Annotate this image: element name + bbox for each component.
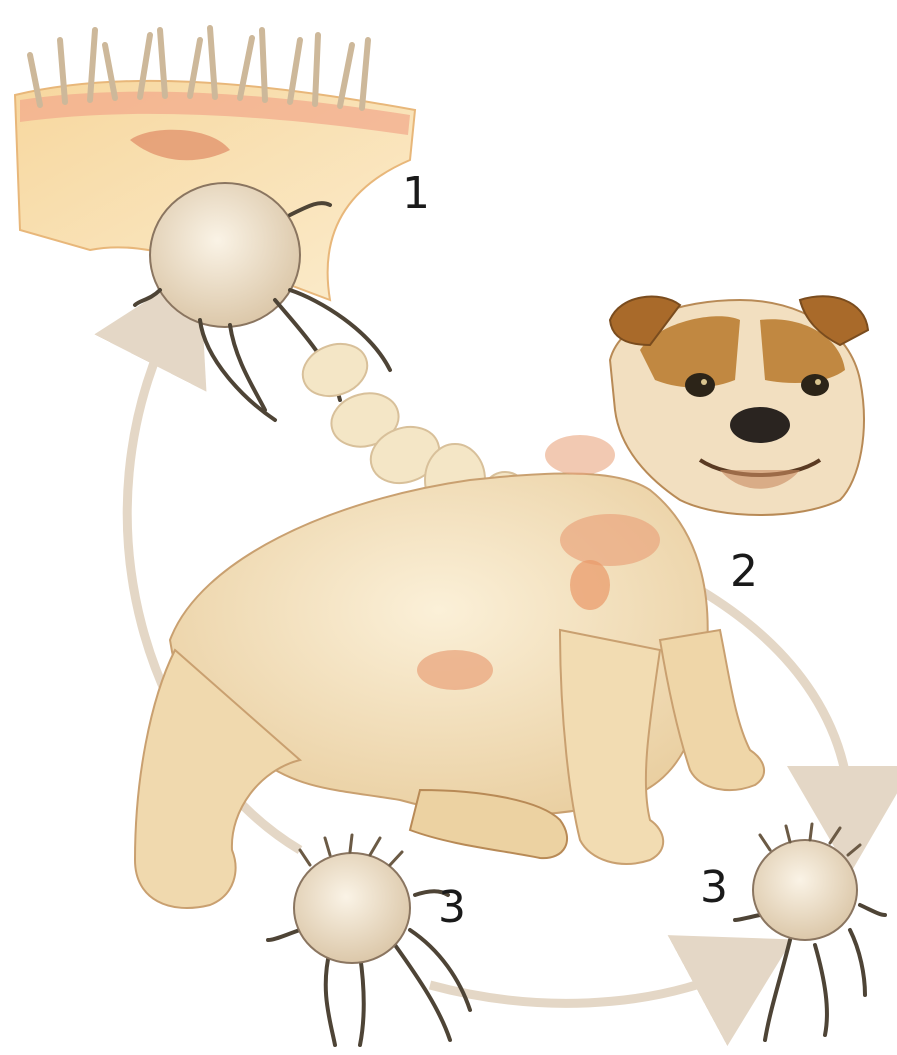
stage-label-2: 2: [730, 550, 758, 594]
lifecycle-arrow-bottom: [430, 965, 745, 1003]
mite-illustration-left: [268, 835, 470, 1045]
bulldog-illustration: [135, 296, 868, 908]
mite-illustration-right: [735, 824, 885, 1040]
stage-label-1: 1: [402, 172, 430, 216]
stage-label-3-right: 3: [700, 866, 728, 910]
stage-label-3-left: 3: [438, 886, 466, 930]
